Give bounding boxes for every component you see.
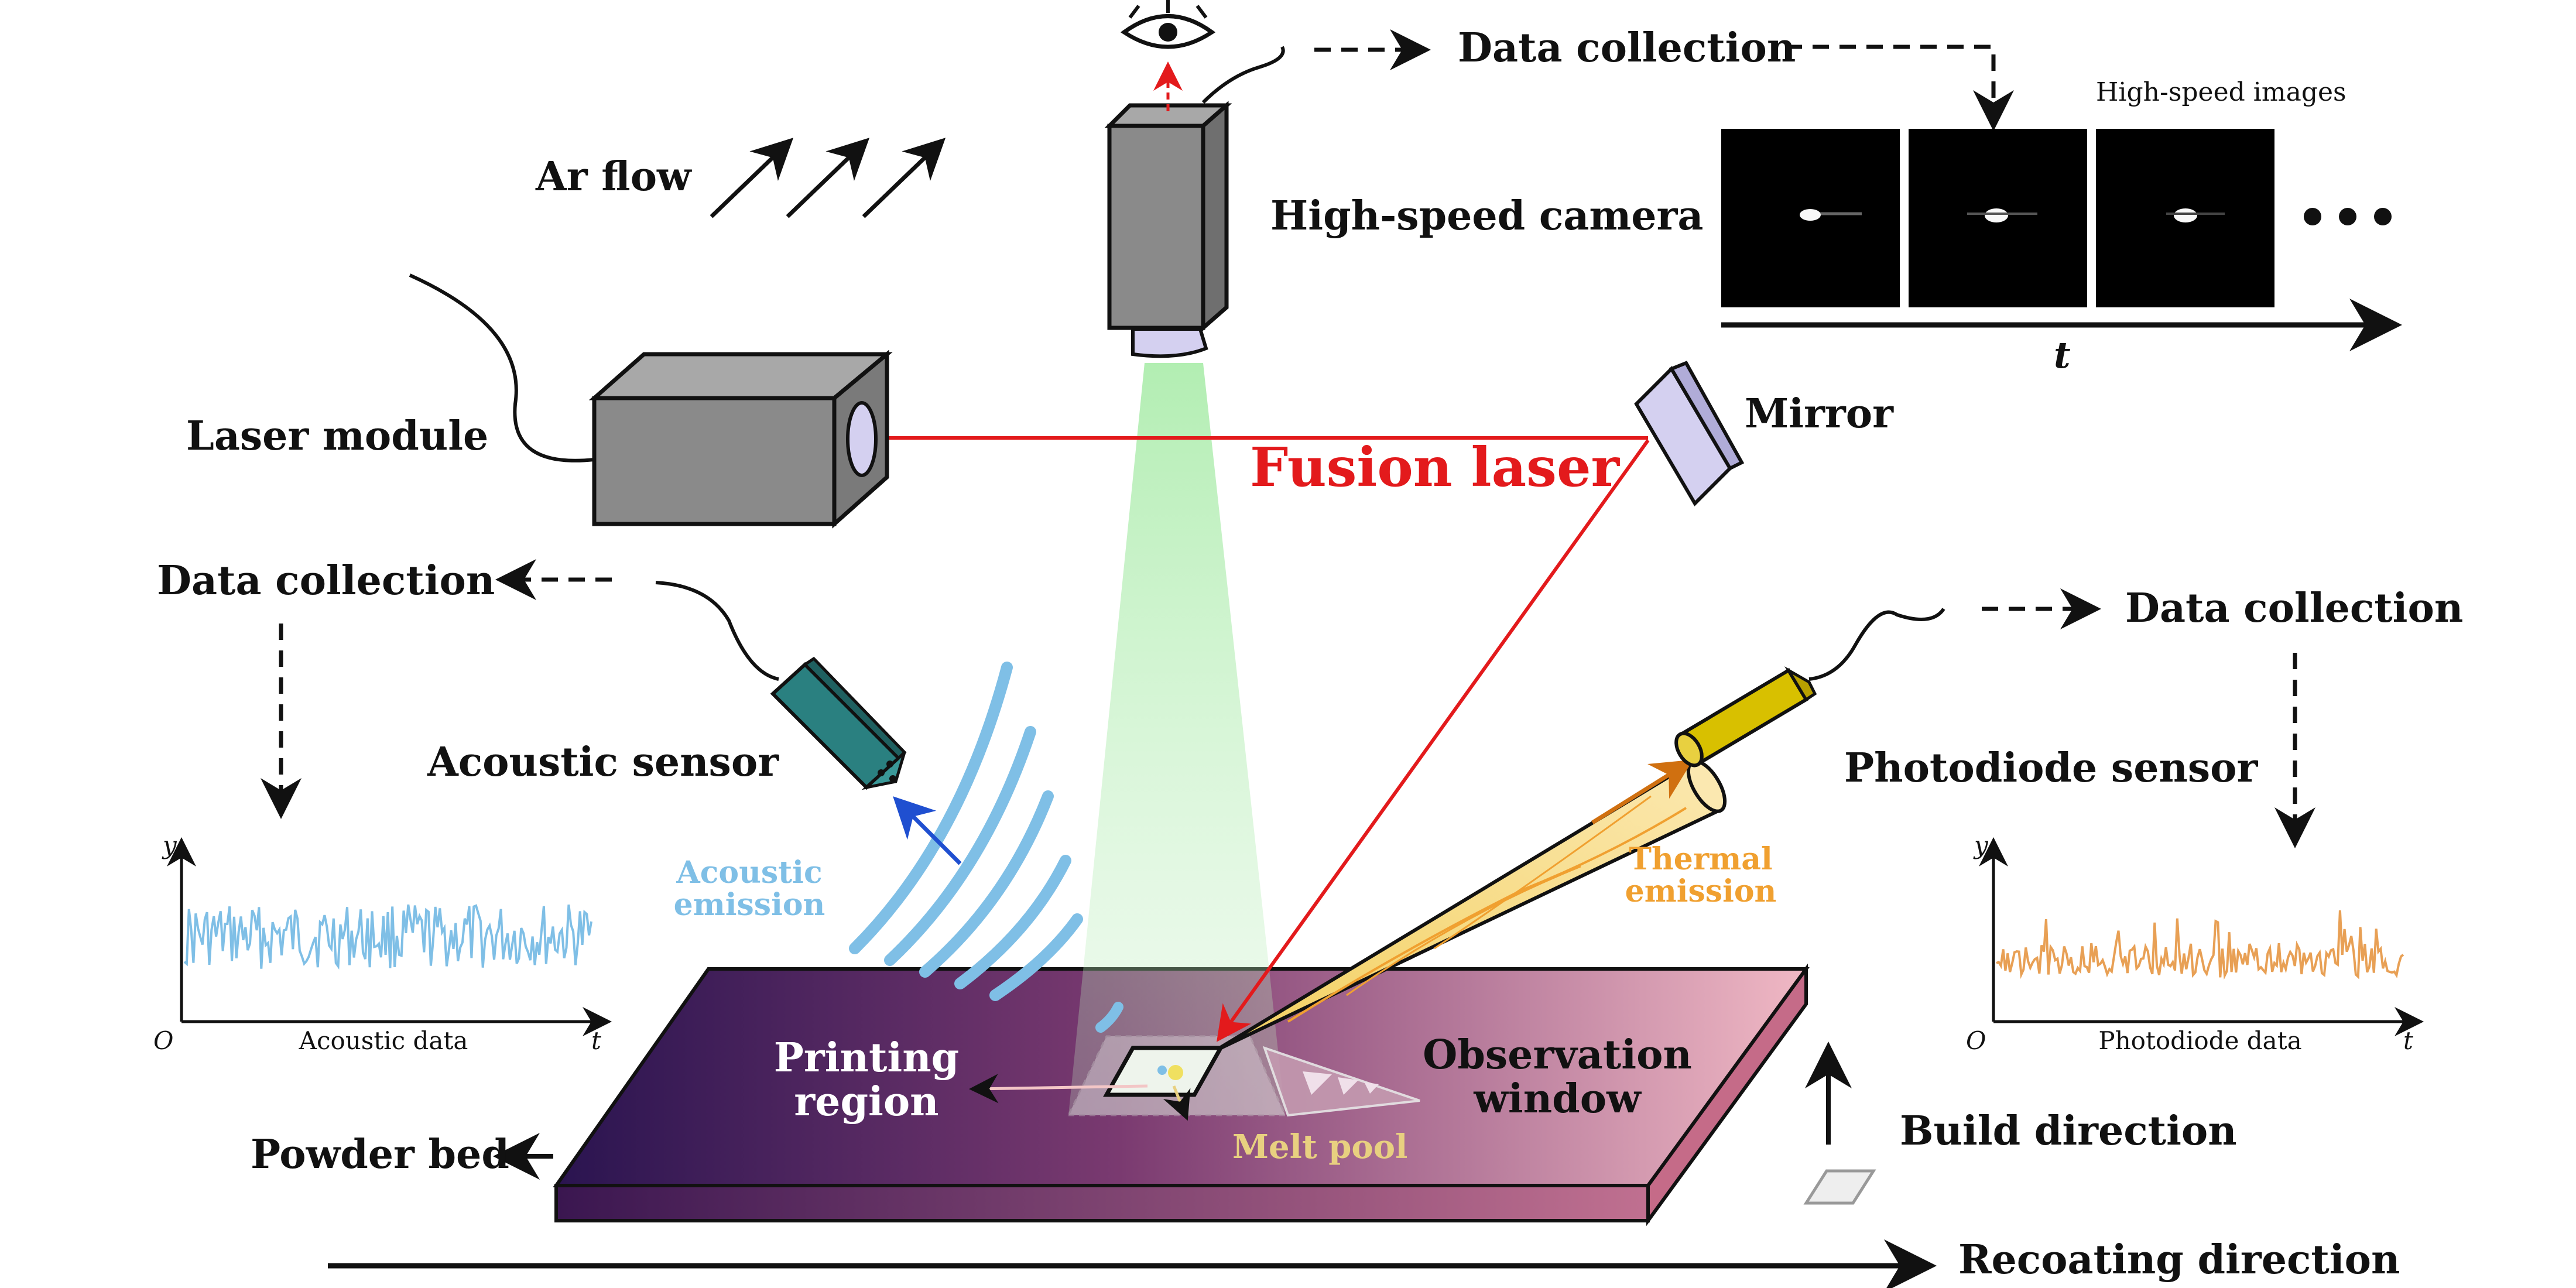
melt-pool-spot (1103, 1046, 1224, 1097)
acoustic-emission-waves (849, 662, 1083, 1001)
high-speed-images-label: High-speed images (2096, 77, 2347, 107)
thermal-emission-line1: Thermal (1629, 841, 1772, 877)
observation-window-shape (1262, 1046, 1420, 1117)
laser-module (588, 350, 893, 529)
ar-flow-arrows (710, 138, 946, 218)
printing-region-line1: Printing (774, 1034, 959, 1081)
photodiode-plot-x-label: t (2403, 1026, 2413, 1055)
photodiode-sensor-label: Photodiode sensor (1844, 745, 2259, 792)
build-direction-label: Build direction (1900, 1108, 2237, 1155)
photodiode-plot-caption: Photodiode data (2098, 1026, 2301, 1055)
printing-region-line2: region (794, 1078, 938, 1125)
high-speed-image-frames (1721, 129, 2274, 307)
eye-icon (1120, 0, 1216, 49)
camera-cable (1201, 46, 1285, 104)
more-frames-ellipsis-icon (2304, 208, 2392, 225)
powder-bed-label: Powder bed (251, 1131, 509, 1178)
photodiode-cable (1808, 608, 1945, 681)
melt-pool-label: Melt pool (1232, 1128, 1407, 1166)
observation-window-line1: Observation (1423, 1032, 1692, 1078)
acoustic-emission-line2: emission (674, 887, 825, 923)
acoustic-sensor-cable (655, 581, 779, 681)
acoustic-arrow (893, 796, 962, 865)
melt-pool-arrow (1163, 1085, 1191, 1121)
thermal-emission-line2: emission (1625, 873, 1777, 909)
thermal-arrow (1591, 759, 1693, 824)
acoustic-plot: y t O Acoustic data (153, 831, 612, 1055)
fusion-laser-label: Fusion laser (1250, 436, 1621, 499)
photodiode-plot-origin: O (1966, 1026, 1986, 1055)
thermal-emission-cone (1214, 758, 1727, 1053)
acoustic-sensor (770, 656, 907, 790)
laser-beam-reflected (1217, 439, 1650, 1042)
build-plate-icon (1803, 1169, 1876, 1205)
acoustic-emission-near-waves (1095, 1002, 1123, 1033)
laser-module-label: Laser module (186, 413, 488, 460)
data-collection-right-label: Data collection (2125, 585, 2463, 632)
acoustic-plot-origin: O (153, 1026, 173, 1055)
photodiode-plot: y t O Photodiode data (1966, 831, 2424, 1055)
printing-region-arrow (969, 1074, 1148, 1104)
camera-view-beam (1068, 363, 1285, 1115)
data-collection-top-label: Data collection (1458, 25, 1796, 71)
photodiode-plot-y-label: y (1973, 831, 1989, 859)
acoustic-emission-line1: Acoustic (676, 855, 822, 890)
mirror (1634, 361, 1745, 506)
high-speed-camera-label: High-speed camera (1270, 193, 1703, 239)
acoustic-plot-caption: Acoustic data (299, 1026, 468, 1055)
ar-flow-label: Ar flow (535, 153, 692, 200)
data-collection-left-label: Data collection (157, 557, 495, 604)
observation-window-line2: window (1473, 1075, 1642, 1122)
acoustic-signal-line (183, 904, 592, 970)
laser-module-cable (409, 273, 595, 463)
acoustic-sensor-label: Acoustic sensor (427, 739, 779, 786)
high-speed-camera (1104, 101, 1232, 358)
time-axis-label: t (2054, 334, 2071, 376)
images-data-arrow (1786, 44, 2014, 131)
acoustic-plot-x-label: t (591, 1026, 601, 1055)
acoustic-plot-y-label: y (162, 831, 177, 859)
mirror-label: Mirror (1745, 390, 1894, 437)
recoating-direction-label: Recoating direction (1958, 1236, 2400, 1283)
photodiode-sensor (1674, 666, 1817, 768)
photodiode-signal-line (1996, 910, 2404, 980)
